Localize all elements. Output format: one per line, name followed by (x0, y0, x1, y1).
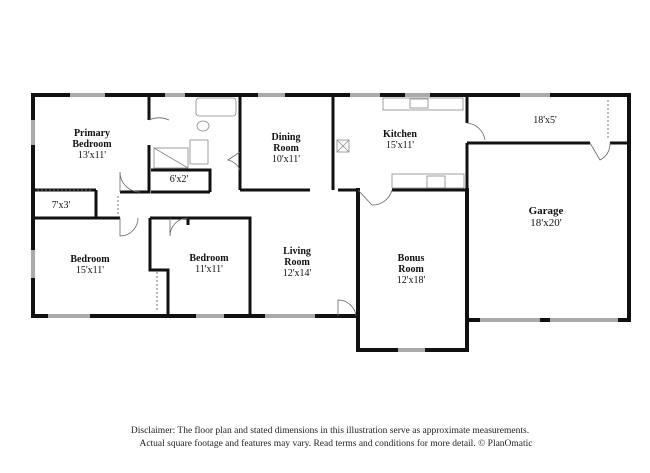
dining-room-name-1: Dining (272, 132, 301, 143)
toilet-icon (196, 120, 210, 132)
dining-room-dims: 10'x11' (272, 154, 300, 165)
primary-bedroom-name-1: Primary (74, 128, 110, 139)
bedroom-left-name: Bedroom (70, 254, 110, 265)
primary-bedroom-dims: 13'x11' (78, 150, 106, 161)
bonus-room-name-1: Bonus (398, 253, 425, 264)
living-room-name-1: Living (283, 246, 311, 257)
disclaimer-line-1: Disclaimer: The floor plan and stated di… (131, 425, 529, 436)
disclaimer-line-2: Actual square footage and features may v… (139, 438, 532, 449)
stove-icon (426, 175, 446, 189)
bonus-room-dims: 12'x18' (397, 275, 426, 286)
primary-bedroom-name-2: Bedroom (72, 139, 112, 150)
range-counter (391, 173, 465, 189)
door-swings (119, 117, 611, 317)
interior-walls (35, 95, 629, 320)
bedroom-middle-name: Bedroom (189, 253, 229, 264)
living-room-dims: 12'x14' (283, 268, 312, 279)
hall-closet-dims: 7'x3' (52, 200, 71, 211)
dining-room-name-2: Room (273, 143, 299, 154)
garage-name: Garage (529, 205, 564, 217)
sink-icon (409, 98, 429, 109)
bath-closet-dims: 6'x2' (170, 174, 189, 185)
living-room-name-2: Room (284, 257, 310, 268)
bathtub-icon (195, 97, 237, 117)
porch-dims: 18'x5' (533, 115, 557, 126)
bedroom-middle-dims: 11'x11' (195, 264, 223, 275)
bedroom-left-dims: 15'x11' (76, 265, 104, 276)
closet-doors (37, 100, 609, 312)
windows (31, 93, 618, 352)
fixtures (153, 97, 465, 189)
bonus-room-name-2: Room (398, 264, 424, 275)
kitchen-counter (382, 97, 464, 111)
garage-dims: 18'x20' (530, 217, 561, 229)
pantry-icon (336, 139, 350, 153)
shower-icon (153, 147, 189, 169)
kitchen-dims: 15'x11' (386, 140, 414, 151)
kitchen-name: Kitchen (383, 129, 417, 140)
vanity-icon (189, 139, 209, 165)
